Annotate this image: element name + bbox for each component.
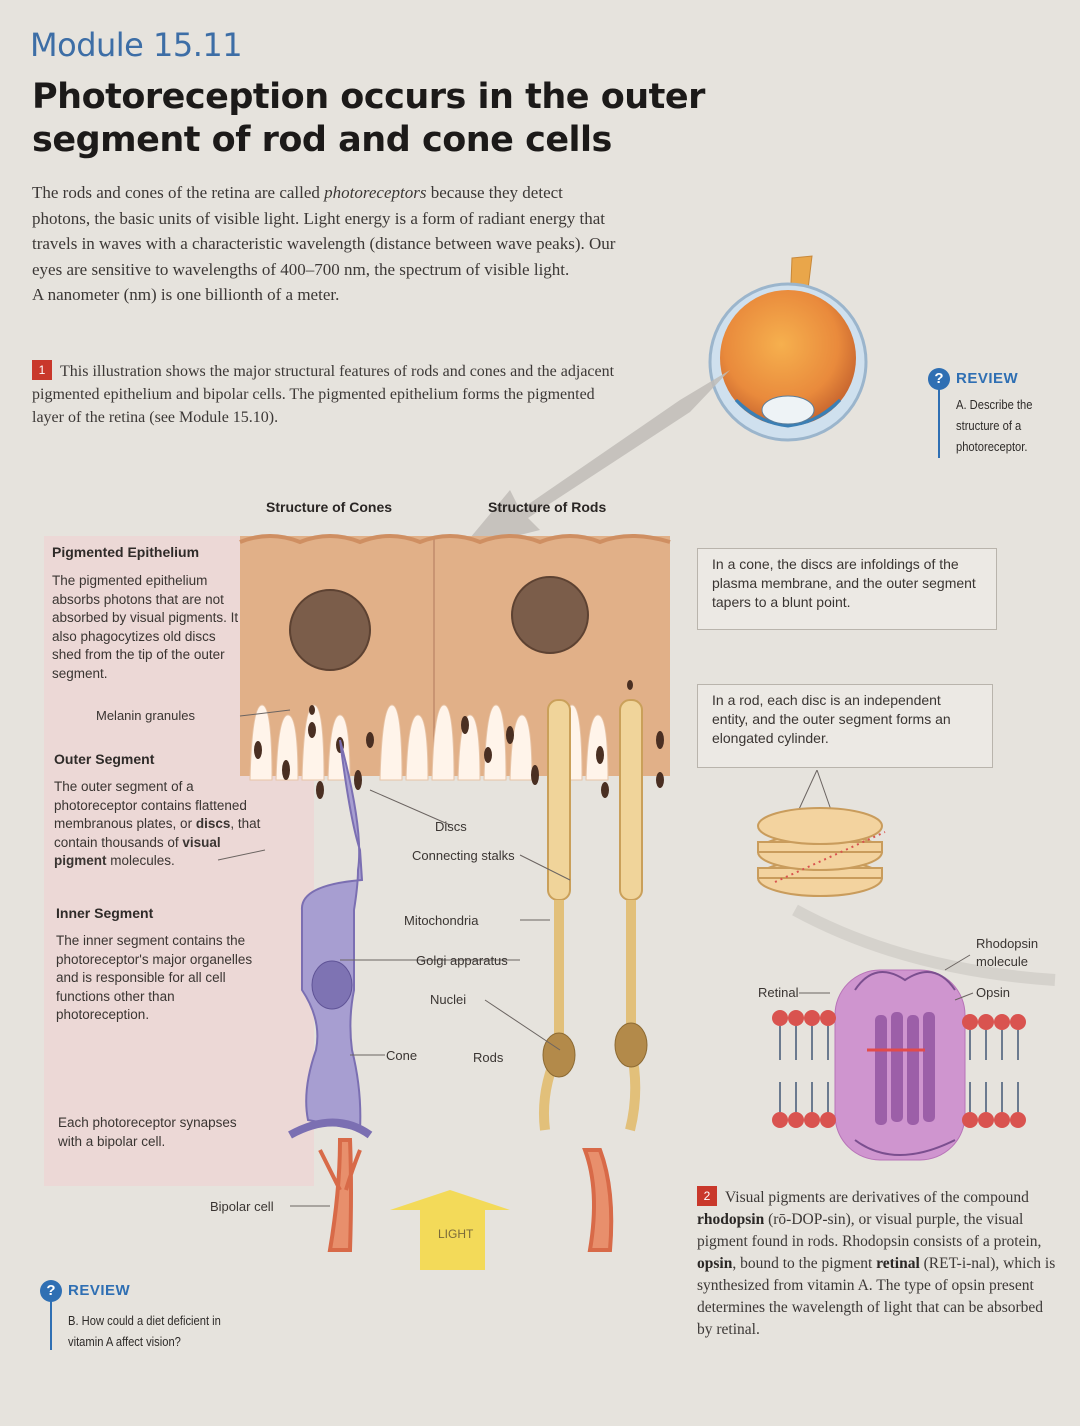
rhodopsin-diagram: Retinal Rhodopsin molecule Opsin bbox=[758, 904, 1056, 1161]
phospholipid-heads bbox=[772, 1010, 1026, 1128]
leader-lines bbox=[217, 709, 571, 1207]
review-a-heading: REVIEW bbox=[956, 370, 1019, 387]
outer-text: The outer segment of a photoreceptor con… bbox=[54, 778, 276, 871]
outer-discs-term: discs bbox=[195, 816, 231, 831]
bipolar-cell-cone bbox=[318, 1138, 362, 1252]
rhodopsin-label-line1: Rhodopsin bbox=[976, 936, 1038, 951]
outer-text-3: molecules. bbox=[106, 853, 175, 868]
eye-illustration bbox=[708, 255, 868, 442]
rod-nucleus-2 bbox=[614, 1022, 648, 1068]
page-title: Photoreception occurs in the outer segme… bbox=[32, 77, 705, 160]
intro-text: The rods and cones of the retina are cal… bbox=[32, 183, 325, 202]
step-2-text-3: (rō-DOP-sin), or visual purple, the visu… bbox=[697, 1211, 1042, 1250]
opsin-label: Opsin bbox=[976, 985, 1010, 1000]
pigmented-text: The pigmented epithelium absorbs photons… bbox=[52, 573, 239, 681]
rod-cell-1 bbox=[547, 699, 571, 901]
light-label: LIGHT bbox=[438, 1227, 474, 1241]
bipolar-label: Bipolar cell bbox=[210, 1199, 274, 1214]
opsin-term: opsin bbox=[697, 1255, 733, 1272]
review-b: ? REVIEW B. How could a diet deficient i… bbox=[40, 1280, 280, 1360]
rod-callout: In a rod, each disc is an independent en… bbox=[697, 684, 993, 768]
outer-text-1: The outer segment of a photoreceptor con… bbox=[54, 779, 247, 831]
pigmented-heading: Pigmented Epithelium bbox=[52, 544, 200, 560]
review-a: ? REVIEW A. Describe the structure of a … bbox=[928, 368, 1068, 468]
outer-heading: Outer Segment bbox=[54, 751, 155, 767]
step-1-text: This illustration shows the major struct… bbox=[32, 363, 615, 426]
synapse-text: Each photoreceptor synapses with a bipol… bbox=[58, 1115, 237, 1149]
inner-heading: Inner Segment bbox=[56, 905, 154, 921]
retinal-term: retinal bbox=[876, 1255, 920, 1272]
step-2-text-5: , bound to the pigment bbox=[732, 1255, 877, 1272]
photoreceptor-diagram: Structure of Cones Structure of Rods Mel… bbox=[44, 499, 671, 1270]
golgi-label: Golgi apparatus bbox=[416, 953, 508, 968]
cone-cell bbox=[300, 739, 364, 1132]
phospholipid-tails bbox=[779, 1026, 1019, 1112]
intro-term: photoreceptors bbox=[324, 183, 427, 202]
cone-label: Cone bbox=[386, 1048, 417, 1063]
review-a-text: A. Describe the structure of a photorece… bbox=[956, 397, 1033, 454]
outer-visual-term: visual pigment bbox=[54, 834, 221, 869]
step-2-number: 2 bbox=[697, 1186, 717, 1206]
step-2-text-1: Visual pigments are derivatives of the c… bbox=[725, 1189, 1029, 1206]
mitochondria-label: Mitochondria bbox=[404, 913, 479, 928]
retinal-label: Retinal bbox=[758, 985, 799, 1000]
outer-text-2: , that contain thousands of bbox=[54, 816, 261, 850]
nucleus-cone-side bbox=[289, 589, 371, 671]
cone-nucleus bbox=[311, 960, 353, 1010]
question-icon: ? bbox=[40, 1280, 62, 1302]
review-b-heading: REVIEW bbox=[68, 1282, 131, 1299]
intro-text-cont: because they detect photons, the basic u… bbox=[32, 183, 616, 279]
module-number: Module 15.11 bbox=[30, 26, 243, 64]
opsin-helices bbox=[875, 1012, 935, 1125]
rhodopsin-label-line2: molecule bbox=[976, 954, 1028, 969]
melanin-label: Melanin granules bbox=[96, 708, 196, 723]
rod-cell-2 bbox=[619, 699, 643, 901]
intro-note: A nanometer (nm) is one billionth of a m… bbox=[32, 285, 340, 304]
review-b-text: B. How could a diet deficient in vitamin… bbox=[68, 1313, 221, 1349]
rhodopsin-term: rhodopsin bbox=[697, 1211, 765, 1228]
question-icon: ? bbox=[928, 368, 950, 390]
melanin-granules bbox=[254, 680, 664, 799]
rods-label: Rods bbox=[473, 1050, 504, 1065]
review-stem bbox=[50, 1300, 52, 1350]
review-stem bbox=[938, 388, 940, 458]
inner-text: The inner segment contains the photorece… bbox=[56, 933, 253, 1022]
light-arrow bbox=[390, 1190, 510, 1270]
discs-label: Discs bbox=[435, 819, 467, 834]
zoom-arrow bbox=[460, 370, 730, 550]
cones-title: Structure of Cones bbox=[266, 499, 392, 515]
intro-paragraph: The rods and cones of the retina are cal… bbox=[32, 180, 617, 308]
nuclei-label: Nuclei bbox=[430, 992, 466, 1007]
step-2-caption: 2 Visual pigments are derivatives of the … bbox=[697, 1186, 1057, 1341]
step-1-number: 1 bbox=[32, 360, 52, 380]
step-2-text-7: (RET-i-nal), which is synthesized from v… bbox=[697, 1255, 1056, 1338]
bipolar-cell-rod bbox=[582, 1148, 614, 1252]
rod-nucleus-1 bbox=[542, 1032, 576, 1078]
rods-title: Structure of Rods bbox=[488, 499, 606, 515]
connecting-label: Connecting stalks bbox=[412, 848, 515, 863]
disc-stack bbox=[757, 770, 886, 897]
nucleus-rod-side bbox=[511, 576, 589, 654]
cone-callout: In a cone, the discs are infoldings of t… bbox=[697, 548, 997, 630]
